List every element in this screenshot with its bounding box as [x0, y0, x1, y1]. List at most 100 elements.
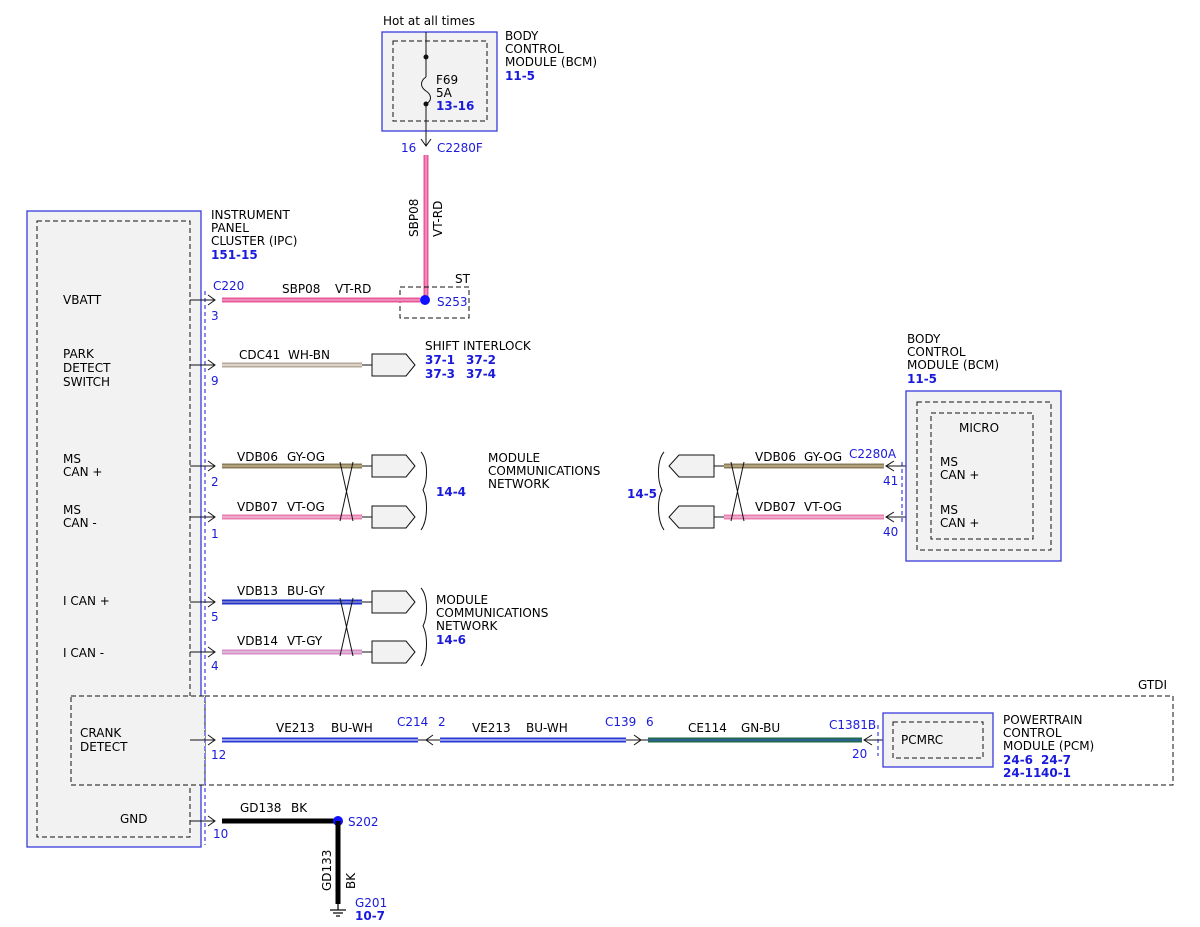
crank-detect-label: CRANK DETECT [80, 726, 128, 754]
sbp08-h-color: VT-RD [335, 282, 371, 296]
vdb06-right-circuit: VDB06 [755, 450, 796, 464]
gd133-circuit: GD133 [320, 850, 334, 891]
bcm-top-pin-16: 16 [401, 141, 416, 155]
gd138-color: BK [291, 801, 308, 815]
i-can-minus-label: I CAN - [63, 646, 104, 660]
ve213-b-color: BU-WH [526, 721, 568, 735]
hot-at-all-times: Hot at all times [383, 14, 475, 28]
ground-g201-name: G201 [355, 896, 387, 910]
shift-interlock-ref-3: 37-3 [425, 367, 455, 381]
vbatt-label: VBATT [63, 293, 102, 307]
ground-symbol-icon [330, 904, 346, 917]
shift-interlock-connector [371, 353, 416, 377]
fuse-f69-id: F69 [436, 73, 458, 87]
fuse-f69 [420, 32, 432, 147]
c139-inline-icon [626, 734, 648, 746]
shift-interlock-title: SHIFT INTERLOCK [425, 339, 532, 353]
pcm-module [882, 712, 994, 768]
vdb07-left-color: VT-OG [287, 500, 325, 514]
c2280a-label: C2280A [849, 447, 897, 461]
ground-g201-ref: 10-7 [355, 909, 385, 923]
gd133-color: BK [344, 872, 358, 889]
c2280f-label: C2280F [437, 141, 483, 155]
c214-inline-icon [418, 734, 440, 746]
pin-3: 3 [211, 309, 219, 323]
ve213-a-color: BU-WH [331, 721, 373, 735]
ipc-pin-leads [190, 294, 216, 827]
gtdi-region [204, 695, 1174, 786]
ms-can-minus-label: MS CAN - [63, 503, 97, 530]
vdb14-color: VT-GY [287, 634, 323, 648]
pin-9: 9 [211, 374, 219, 388]
pcm-ref-2: 24-7 [1041, 753, 1071, 767]
vdb07-right-color: VT-OG [804, 500, 842, 514]
ms-can-left-connector-top [371, 454, 416, 478]
splice-s253-tag: ST [455, 272, 471, 286]
vdb06-left-circuit: VDB06 [237, 450, 278, 464]
fuse-f69-rating: 5A [436, 86, 453, 100]
c214-label: C214 [397, 715, 428, 729]
ve213-a-circuit: VE213 [276, 721, 315, 735]
cdc41-color: WH-BN [288, 348, 330, 362]
pin-1: 1 [211, 527, 219, 541]
sbp08-vertical-circuit: SBP08 [407, 199, 421, 237]
splice-s253 [420, 295, 430, 305]
vdb13-circuit: VDB13 [237, 584, 278, 598]
i-can-connector-bottom [371, 640, 416, 664]
splice-s202-name: S202 [348, 815, 379, 829]
pcm-ref-4: 40-1 [1041, 766, 1071, 780]
bcm-top-module [381, 31, 498, 132]
sbp08-h-circuit: SBP08 [282, 282, 320, 296]
ms-can-right-twist-icon [730, 461, 745, 522]
fuse-f69-ref: 13-16 [436, 99, 474, 113]
pcm-ref-3: 24-11 [1003, 766, 1041, 780]
c214-pin: 2 [438, 715, 446, 729]
bcm-right-module [905, 390, 1062, 562]
c1381b-label: C1381B [829, 718, 876, 732]
bcm-right-micro: MICRO [959, 421, 999, 435]
cdc41-circuit: CDC41 [239, 348, 280, 362]
bcm-right-ms-can-top: MS CAN + [940, 455, 979, 482]
gnd-label: GND [120, 812, 148, 826]
bcm-right-ref: 11-5 [907, 372, 937, 386]
ms-can-left-ref: 14-4 [436, 485, 466, 499]
ms-can-plus-label: MS CAN + [63, 452, 102, 479]
ms-mcn-title: MODULE COMMUNICATIONS NETWORK [488, 451, 604, 491]
pin-10: 10 [213, 827, 228, 841]
ms-can-left-connector-bottom [371, 505, 416, 529]
vdb06-left-color: GY-OG [287, 450, 325, 464]
vdb07-right-circuit: VDB07 [755, 500, 796, 514]
c220-label: C220 [213, 279, 244, 293]
park-detect-label: PARK DETECT SWITCH [63, 347, 114, 389]
shift-interlock-ref-1: 37-1 [425, 353, 455, 367]
ipc-title: INSTRUMENT PANEL CLUSTER (IPC) [211, 208, 297, 248]
vdb07-left-circuit: VDB07 [237, 500, 278, 514]
i-mcn-title: MODULE COMMUNICATIONS NETWORK [436, 593, 552, 633]
bcm-top-title: BODY CONTROL MODULE (BCM) [505, 29, 597, 69]
vdb14-circuit: VDB14 [237, 634, 278, 648]
ms-can-right-connector-bottom [668, 505, 715, 529]
crank-detect-region [70, 695, 206, 786]
ce114-circuit: CE114 [688, 721, 727, 735]
pin-5: 5 [211, 610, 219, 624]
pcm-pin-20: 20 [852, 747, 867, 761]
c139-label: C139 [605, 715, 636, 729]
i-mcn-ref: 14-6 [436, 633, 466, 647]
ms-can-left-twist-icon [339, 461, 354, 522]
bcm-right-ms-can-bottom: MS CAN + [940, 503, 979, 530]
i-can-plus-label: I CAN + [63, 594, 110, 608]
i-can-twist-icon [339, 597, 354, 657]
i-can-brace-icon [420, 587, 427, 667]
bcm-right-pin-41: 41 [883, 474, 898, 488]
pin-4: 4 [211, 659, 219, 673]
pin-12: 12 [211, 748, 226, 762]
ce114-color: GN-BU [741, 721, 780, 735]
bcm-top-ref: 11-5 [505, 69, 535, 83]
ms-can-right-brace-icon [658, 451, 665, 531]
sbp08-vertical-color: VT-RD [431, 201, 445, 237]
ms-can-right-ref: 14-5 [627, 487, 657, 501]
vdb13-color: BU-GY [287, 584, 325, 598]
i-can-connector-top [371, 590, 416, 614]
ipc-module [26, 210, 206, 848]
